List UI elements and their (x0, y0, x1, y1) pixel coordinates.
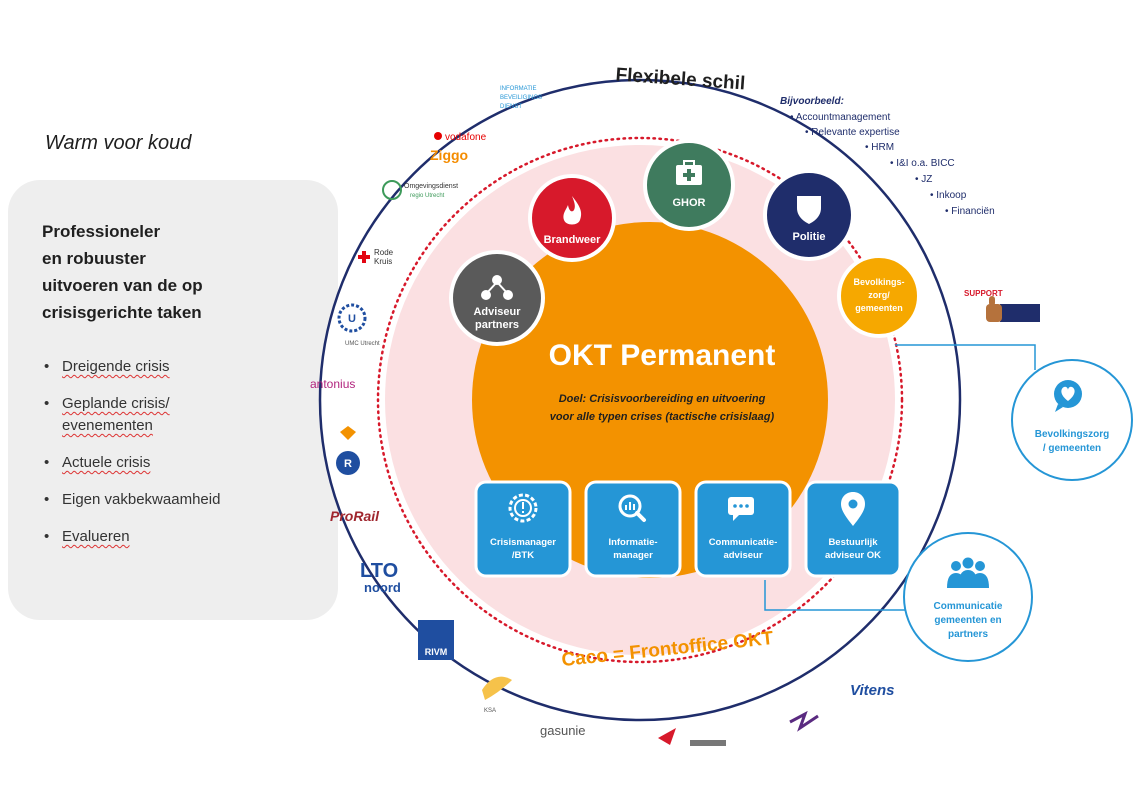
svg-text:Rode: Rode (374, 248, 394, 257)
svg-text:UMC Utrecht: UMC Utrecht (345, 341, 380, 347)
flame-icon (563, 196, 582, 225)
logo-waterschap (789, 710, 819, 732)
role-label: Crisismanager (490, 537, 556, 548)
role-label: Informatie- (608, 537, 657, 548)
network-icon (481, 275, 513, 300)
role-label: Communicatie- (709, 537, 778, 548)
list-item: Dreigende crisis (42, 356, 322, 378)
partner-label: partners (475, 319, 519, 331)
connector-line (764, 580, 905, 611)
svg-text:vodafone: vodafone (445, 132, 487, 143)
alert-gear-icon (508, 493, 538, 523)
example-item: • Financiën (945, 206, 995, 217)
svg-text:INFORMATIE: INFORMATIE (500, 86, 537, 92)
partner-bevolkingszorg: Bevolkings- zorg/ gemeenten (837, 254, 921, 338)
list-item: Geplande crisis/evenementen (42, 393, 322, 437)
role-crisismanager: Crisismanager /BTK (474, 480, 572, 578)
svg-text:Ziggo: Ziggo (430, 147, 468, 163)
role-label: /BTK (512, 550, 534, 561)
dotted-boundary (376, 136, 904, 664)
svg-text:noord: noord (364, 580, 401, 595)
role-informatiemanager: Informatie- manager (584, 480, 682, 578)
svg-text:RIVM: RIVM (425, 647, 448, 657)
bubble-label: partners (948, 629, 988, 640)
logo-rode-kruis: Rode Kruis (358, 248, 394, 266)
svg-text:KSA: KSA (484, 708, 496, 714)
svg-text:Kruis: Kruis (374, 257, 392, 266)
search-chart-icon (618, 494, 646, 522)
example-item: • Accountmanagement (790, 112, 890, 123)
list-item: Actuele crisis (42, 452, 322, 474)
people-group-icon (947, 557, 989, 588)
partner-ghor: GHOR (643, 139, 735, 231)
location-pin-icon (841, 492, 865, 526)
logo-rijkswaterstaat: R (336, 426, 360, 475)
example-item: • HRM (865, 142, 894, 153)
role-label: adviseur (723, 550, 762, 561)
logo-ksa: KSA (482, 676, 512, 714)
list-item: Eigen vakbekwaamheid (42, 489, 322, 511)
goals-heading: Professioneler en robuuster uitvoeren va… (42, 222, 203, 322)
role-bestuurlijk: Bestuurlijk adviseur OK (804, 480, 902, 578)
role-communicatieadviseur: Communicatie- adviseur (694, 480, 792, 578)
logo-lto-noord: LTO noord (360, 560, 401, 595)
partner-adviseur: Adviseur partners (449, 250, 545, 346)
partner-label: gemeenten (855, 303, 903, 313)
svg-text:U: U (348, 313, 356, 325)
svg-text:BEVEILIGINGS: BEVEILIGINGS (500, 95, 542, 101)
logo-informatie-dienst: INFORMATIE BEVEILIGINGS DIENST (500, 86, 542, 110)
svg-text:SUPPORT: SUPPORT (964, 289, 1003, 298)
connector-line (895, 344, 1036, 370)
example-item: • Inkoop (930, 190, 967, 201)
partner-label: zorg/ (868, 290, 890, 300)
example-item: • Relevante expertise (805, 127, 900, 138)
warm-voor-koud-title: Warm voor koud (45, 132, 192, 154)
goal-line-1: Doel: Crisisvoorbereiding en uitvoering (559, 393, 766, 405)
logo-antonius: antonius (310, 377, 355, 391)
svg-text:R: R (344, 458, 352, 470)
logo-vodafone-ziggo: vodafone Ziggo (430, 132, 487, 163)
role-label: adviseur OK (825, 550, 881, 561)
svg-text:regio Utrecht: regio Utrecht (410, 193, 445, 199)
bubble-label: Communicatie (934, 601, 1003, 612)
bubble-label: gemeenten en (934, 615, 1001, 626)
logo-crisis-institute (658, 728, 726, 746)
logo-vitens: Vitens (850, 682, 894, 699)
role-label: manager (613, 550, 653, 561)
goals-list: Dreigende crisis Geplande crisis/eveneme… (42, 356, 322, 563)
chat-bubbles-icon (728, 497, 754, 521)
svg-text:DIENST: DIENST (500, 104, 522, 110)
example-item: • I&I o.a. BICC (890, 158, 955, 169)
goal-line-2: voor alle typen crises (tactische crisis… (550, 411, 775, 423)
bubble-communicatie: Communicatie gemeenten en partners (903, 532, 1033, 662)
logo-rivm: RIVM (418, 620, 454, 660)
partner-label: Brandweer (544, 234, 602, 246)
svg-text:LTO: LTO (360, 560, 398, 582)
heart-chat-icon (1054, 380, 1082, 412)
bubble-bevolkingszorg: Bevolkingszorg / gemeenten (1011, 359, 1133, 481)
partner-label: Politie (792, 231, 825, 243)
logo-gasunie: gasunie (540, 723, 586, 738)
okt-permanent-title: OKT Permanent (549, 339, 776, 372)
logo-support: SUPPORT (964, 289, 1040, 322)
logo-prorail: ProRail (330, 508, 380, 524)
bubble-label: Bevolkingszorg (1035, 429, 1109, 440)
shield-icon (797, 196, 821, 224)
example-heading: Bijvoorbeeld: (780, 96, 844, 107)
first-aid-kit-icon (676, 160, 702, 185)
list-item: Evalueren (42, 526, 322, 548)
example-list: Bijvoorbeeld: • Accountmanagement • Rele… (780, 96, 995, 217)
partner-label: Bevolkings- (853, 277, 904, 287)
role-label: Bestuurlijk (828, 537, 878, 548)
partner-politie: Politie (763, 169, 855, 261)
svg-text:Omgevingsdienst: Omgevingsdienst (404, 183, 458, 190)
example-item: • JZ (915, 174, 932, 185)
bubble-label: / gemeenten (1043, 443, 1101, 454)
partner-brandweer: Brandweer (528, 174, 616, 262)
logo-umc-utrecht: U UMC Utrecht (337, 303, 380, 347)
partner-label: Adviseur (473, 306, 521, 318)
partner-label: GHOR (673, 197, 706, 209)
logo-omgevingsdienst: Omgevingsdienst regio Utrecht (382, 180, 458, 200)
